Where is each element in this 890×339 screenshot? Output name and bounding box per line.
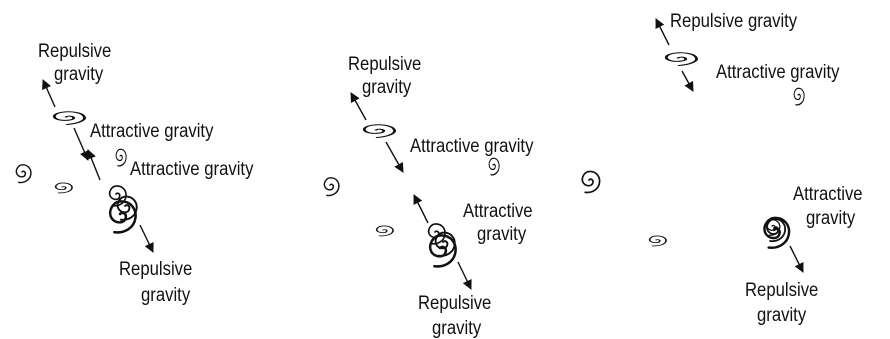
label-gravity: gravity	[477, 223, 526, 244]
galaxy-right	[582, 171, 599, 192]
panel-2: Repulsive gravity Attractive gravity Att…	[324, 53, 599, 338]
arrow-attractive-up	[414, 195, 428, 223]
galaxy-cluster	[110, 186, 137, 233]
panel-1: Repulsive gravity Attractive gravity Att…	[16, 40, 253, 305]
label-gravity: gravity	[806, 207, 855, 228]
arrow-attractive-up	[88, 150, 100, 180]
galaxy-top	[51, 110, 90, 125]
arrow-repulsive-down	[790, 246, 803, 272]
label-gravity: gravity	[141, 284, 190, 305]
panel-3: Repulsive gravity Attractive gravity Att…	[650, 10, 863, 325]
galaxy-top	[361, 123, 400, 138]
label-gravity: gravity	[54, 63, 103, 84]
arrow-repulsive-down	[458, 262, 471, 289]
galaxy-left	[324, 178, 339, 196]
galaxy-left	[650, 236, 666, 246]
label-attractive: Attractive	[793, 183, 863, 204]
label-repulsive-gravity: Repulsive gravity	[670, 10, 797, 31]
galaxy-left-2	[56, 183, 72, 193]
label-attractive: Attractive	[463, 200, 533, 221]
arrow-attractive-down	[682, 71, 693, 91]
label-gravity: gravity	[757, 304, 806, 325]
galaxy-small-right	[116, 149, 126, 166]
galaxy-small-right	[794, 88, 804, 105]
galaxy-low-left	[377, 226, 393, 236]
arrow-attractive-down	[386, 142, 403, 172]
label-repulsive: Repulsive	[418, 292, 491, 313]
galaxy-cluster	[765, 218, 790, 248]
label-repulsive: Repulsive	[38, 40, 111, 61]
label-attractive-gravity: Attractive gravity	[410, 135, 533, 156]
label-attractive-gravity: Attractive gravity	[716, 61, 839, 82]
label-gravity: gravity	[432, 317, 481, 338]
arrow-attractive-down	[74, 128, 88, 160]
label-attractive-gravity: Attractive gravity	[90, 120, 213, 141]
arrow-repulsive-down	[140, 225, 153, 252]
galaxy-left	[16, 165, 31, 183]
galaxy-top	[663, 51, 702, 66]
label-attractive-gravity: Attractive gravity	[130, 158, 253, 179]
galaxy-small	[489, 158, 499, 175]
label-repulsive: Repulsive	[119, 258, 192, 279]
arrow-repulsive-up	[656, 19, 669, 45]
label-repulsive: Repulsive	[348, 53, 421, 74]
galaxy-cluster	[429, 224, 456, 267]
label-repulsive: Repulsive	[745, 279, 818, 300]
label-gravity: gravity	[362, 76, 411, 97]
